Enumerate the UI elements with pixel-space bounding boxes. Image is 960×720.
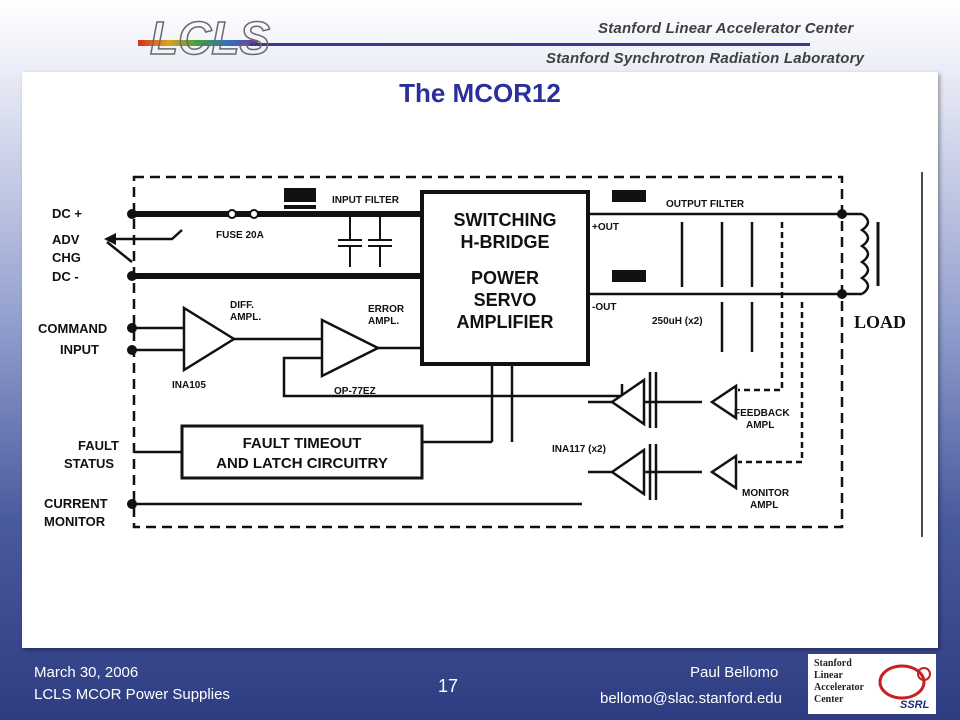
label-fuse: FUSE 20A (216, 230, 264, 241)
footer-date: March 30, 2006 (34, 664, 139, 681)
page-number: 17 (438, 676, 459, 696)
label-command: COMMAND (38, 321, 107, 336)
label-input: INPUT (60, 342, 99, 357)
label-dc-plus: DC + (52, 206, 82, 221)
label-diff: DIFF. (230, 300, 254, 311)
org-line-slac: Stanford Linear Accelerator Center (598, 20, 854, 37)
fault-block (180, 424, 424, 480)
label-current: CURRENT (44, 496, 108, 511)
org-line-ssrl: Stanford Synchrotron Radiation Laborator… (546, 50, 865, 67)
input-capacitor-icon (338, 217, 392, 267)
label-monitor: MONITOR (44, 514, 106, 529)
adv-chg-lines (106, 229, 183, 263)
error-amp-triangle-icon (320, 317, 381, 379)
ina117-feedback-icon (609, 372, 738, 428)
hbridge-block (420, 190, 590, 366)
command-node (127, 323, 137, 333)
label-load: LOAD (854, 312, 906, 332)
ina117-monitor-icon (609, 444, 738, 500)
slac-logo: Stanford Linear Accelerator Center (814, 658, 864, 705)
label-out-plus: +OUT (592, 222, 619, 233)
lcls-logo: LCLS (150, 12, 270, 64)
label-out-minus: -OUT (592, 302, 616, 313)
output-lines (588, 212, 842, 464)
label-ina117: INA117 (x2) (552, 444, 606, 455)
ssrl-text: SSRL (900, 699, 930, 711)
load-coil-icon (859, 212, 870, 296)
label-ina105: INA105 (172, 380, 206, 391)
input-choke-icon (284, 188, 316, 202)
fuse-icon-b (249, 209, 259, 219)
fuse-icon (227, 209, 237, 219)
current-monitor-node (127, 499, 137, 509)
label-status: STATUS (64, 456, 114, 471)
label-hbridge-1: SWITCHING (454, 210, 557, 230)
footer-author: Paul Bellomo (690, 664, 779, 681)
ssrl-logo-icon: SSRL (878, 664, 931, 711)
label-op77: OP-77EZ (334, 386, 376, 397)
slide-content: The MCOR12 (22, 72, 938, 648)
label-hbridge-2: H-BRIDGE (461, 232, 550, 252)
input-choke-core (284, 205, 316, 209)
slac-ssrl-logo: Stanford Linear Accelerator Center SSRL (808, 654, 936, 714)
label-hbridge-3: POWER (471, 268, 539, 288)
adv-arrow-icon (104, 233, 116, 245)
label-hbridge-4: SERVO (474, 290, 537, 310)
label-error-ampl: AMPL. (368, 316, 399, 327)
label-hbridge-5: AMPLIFIER (457, 312, 554, 332)
label-monitor-amp: MONITOR (742, 488, 790, 499)
slide-header: LCLS Stanford Linear Accelerator Center … (0, 0, 960, 75)
dc-minus-node (127, 271, 137, 281)
label-input-filter: INPUT FILTER (332, 195, 400, 206)
label-fault: FAULT (78, 438, 119, 453)
label-feedback: FEEDBACK (734, 408, 790, 419)
mcor12-block-diagram: DC + ADV CHG DC - COMMAND INPUT FAULT ST… (38, 172, 923, 537)
label-dc-minus: DC - (52, 269, 79, 284)
label-error: ERROR (368, 304, 405, 315)
header-rule (250, 43, 810, 46)
slide-title: The MCOR12 (399, 78, 561, 108)
diff-amp-triangle-icon (182, 305, 237, 373)
label-output-filter: OUTPUT FILTER (666, 199, 745, 210)
logo-rainbow-bar (138, 40, 258, 46)
label-diff-ampl: AMPL. (230, 312, 261, 323)
command-input-lines (132, 326, 624, 444)
label-inductor: 250uH (x2) (652, 316, 703, 327)
label-adv: ADV (52, 232, 80, 247)
label-chg: CHG (52, 250, 81, 265)
label-monitor-ampl: AMPL (750, 500, 778, 511)
dc-plus-node (127, 209, 137, 219)
footer-email: bellomo@slac.stanford.edu (600, 690, 782, 707)
input-node (127, 345, 137, 355)
output-choke-minus-icon (612, 270, 646, 282)
header-graphics: LCLS (138, 11, 810, 65)
label-fault-latch: AND LATCH CIRCUITRY (216, 455, 388, 472)
label-fault-timeout: FAULT TIMEOUT (243, 435, 362, 452)
label-feedback-ampl: AMPL (746, 420, 774, 431)
output-choke-plus-icon (612, 190, 646, 202)
footer-subtitle: LCLS MCOR Power Supplies (34, 686, 230, 703)
